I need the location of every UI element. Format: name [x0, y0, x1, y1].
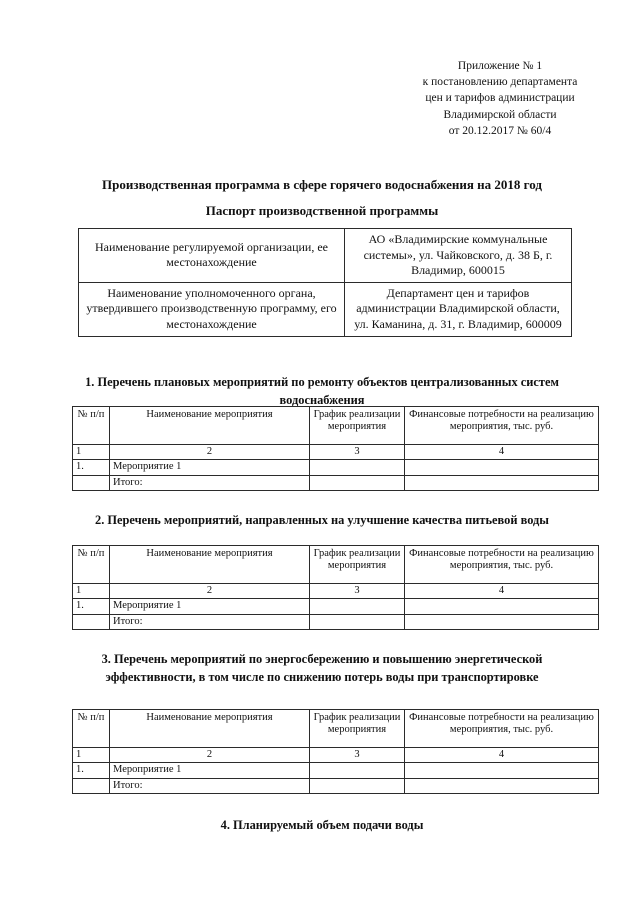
column-header-name: Наименование мероприятия — [109, 406, 310, 445]
document-header: Приложение № 1 к постановлению департаме… — [400, 58, 600, 139]
passport-value-authority: Департамент цен и тарифов администрации … — [344, 281, 572, 337]
page-subtitle: Паспорт производственной программы — [205, 203, 439, 218]
total-schedule — [309, 474, 405, 492]
table-row: 1. Мероприятие 1 — [72, 598, 599, 615]
column-header-schedule: График реализации мероприятия — [309, 545, 405, 584]
column-number-1: 1 — [72, 443, 110, 461]
column-header-schedule: График реализации мероприятия — [309, 709, 405, 748]
header-line-5: от 20.12.2017 № 60/4 — [448, 124, 552, 137]
row-finance — [404, 762, 599, 779]
table-row-total: Итого: — [72, 474, 599, 492]
table-row: Наименование уполномоченного органа, утв… — [78, 281, 572, 337]
column-number-row: 1 2 3 4 — [72, 443, 599, 461]
column-number-2: 2 — [109, 582, 310, 600]
row-num: 1. — [72, 598, 110, 615]
total-label: Итого: — [109, 777, 310, 795]
column-number-2: 2 — [109, 443, 310, 461]
row-finance — [404, 459, 599, 476]
table-row: Наименование регулируемой организации, е… — [78, 228, 572, 283]
column-header-num: № п/п — [72, 406, 110, 445]
passport-table: Наименование регулируемой организации, е… — [78, 228, 572, 337]
table-row-total: Итого: — [72, 613, 599, 631]
column-header-finance: Финансовые потребности на реализацию мер… — [404, 406, 599, 445]
header-line-1: Приложение № 1 — [457, 60, 543, 72]
table-row: 1. Мероприятие 1 — [72, 762, 599, 779]
column-header-name: Наименование мероприятия — [109, 709, 310, 748]
column-number-3: 3 — [309, 582, 405, 600]
row-name: Мероприятие 1 — [109, 598, 310, 615]
table-row: 1. Мероприятие 1 — [72, 459, 599, 476]
total-num — [72, 777, 110, 795]
header-line-4: Владимирской области — [443, 108, 557, 121]
row-num: 1. — [72, 459, 110, 476]
passport-label-authority: Наименование уполномоченного органа, утв… — [78, 281, 345, 337]
column-header-finance: Финансовые потребности на реализацию мер… — [404, 545, 599, 584]
page-title: Производственная программа в сфере горяч… — [102, 177, 542, 192]
table-row-total: Итого: — [72, 777, 599, 795]
section-heading-3: 3. Перечень мероприятий по энергосбереже… — [101, 652, 543, 684]
measures-table-energy-saving: № п/п Наименование мероприятия График ре… — [72, 709, 599, 795]
column-number-4: 4 — [404, 582, 599, 600]
row-num: 1. — [72, 762, 110, 779]
table-header-row: № п/п Наименование мероприятия График ре… — [72, 406, 599, 445]
total-finance — [404, 613, 599, 631]
total-num — [72, 613, 110, 631]
total-finance — [404, 777, 599, 795]
column-number-row: 1 2 3 4 — [72, 582, 599, 600]
total-label: Итого: — [109, 613, 310, 631]
column-header-finance: Финансовые потребности на реализацию мер… — [404, 709, 599, 748]
column-number-1: 1 — [72, 582, 110, 600]
column-header-num: № п/п — [72, 545, 110, 584]
column-number-4: 4 — [404, 746, 599, 764]
row-name: Мероприятие 1 — [109, 762, 310, 779]
total-schedule — [309, 613, 405, 631]
column-header-num: № п/п — [72, 709, 110, 748]
column-header-name: Наименование мероприятия — [109, 545, 310, 584]
passport-value-organization: АО «Владимирские коммунальные системы», … — [344, 228, 572, 283]
table-header-row: № п/п Наименование мероприятия График ре… — [72, 545, 599, 584]
column-number-3: 3 — [309, 746, 405, 764]
column-number-3: 3 — [309, 443, 405, 461]
total-label: Итого: — [109, 474, 310, 492]
total-finance — [404, 474, 599, 492]
column-header-schedule: График реализации мероприятия — [309, 406, 405, 445]
table-header-row: № п/п Наименование мероприятия График ре… — [72, 709, 599, 748]
passport-label-organization: Наименование регулируемой организации, е… — [78, 228, 345, 283]
column-number-4: 4 — [404, 443, 599, 461]
measures-table-water-quality: № п/п Наименование мероприятия График ре… — [72, 545, 599, 631]
section-heading-2: 2. Перечень мероприятий, направленных на… — [95, 513, 549, 527]
section-heading-1: 1. Перечень плановых мероприятий по ремо… — [85, 375, 559, 407]
column-number-1: 1 — [72, 746, 110, 764]
header-line-3: цен и тарифов администрации — [425, 92, 575, 105]
row-name: Мероприятие 1 — [109, 459, 310, 476]
row-schedule — [309, 459, 405, 476]
total-num — [72, 474, 110, 492]
total-schedule — [309, 777, 405, 795]
section-heading-4: 4. Планируемый объем подачи воды — [220, 818, 424, 832]
row-schedule — [309, 598, 405, 615]
column-number-row: 1 2 3 4 — [72, 746, 599, 764]
measures-table-repairs: № п/п Наименование мероприятия График ре… — [72, 406, 599, 492]
row-schedule — [309, 762, 405, 779]
row-finance — [404, 598, 599, 615]
column-number-2: 2 — [109, 746, 310, 764]
header-line-2: к постановлению департамента — [422, 76, 578, 89]
